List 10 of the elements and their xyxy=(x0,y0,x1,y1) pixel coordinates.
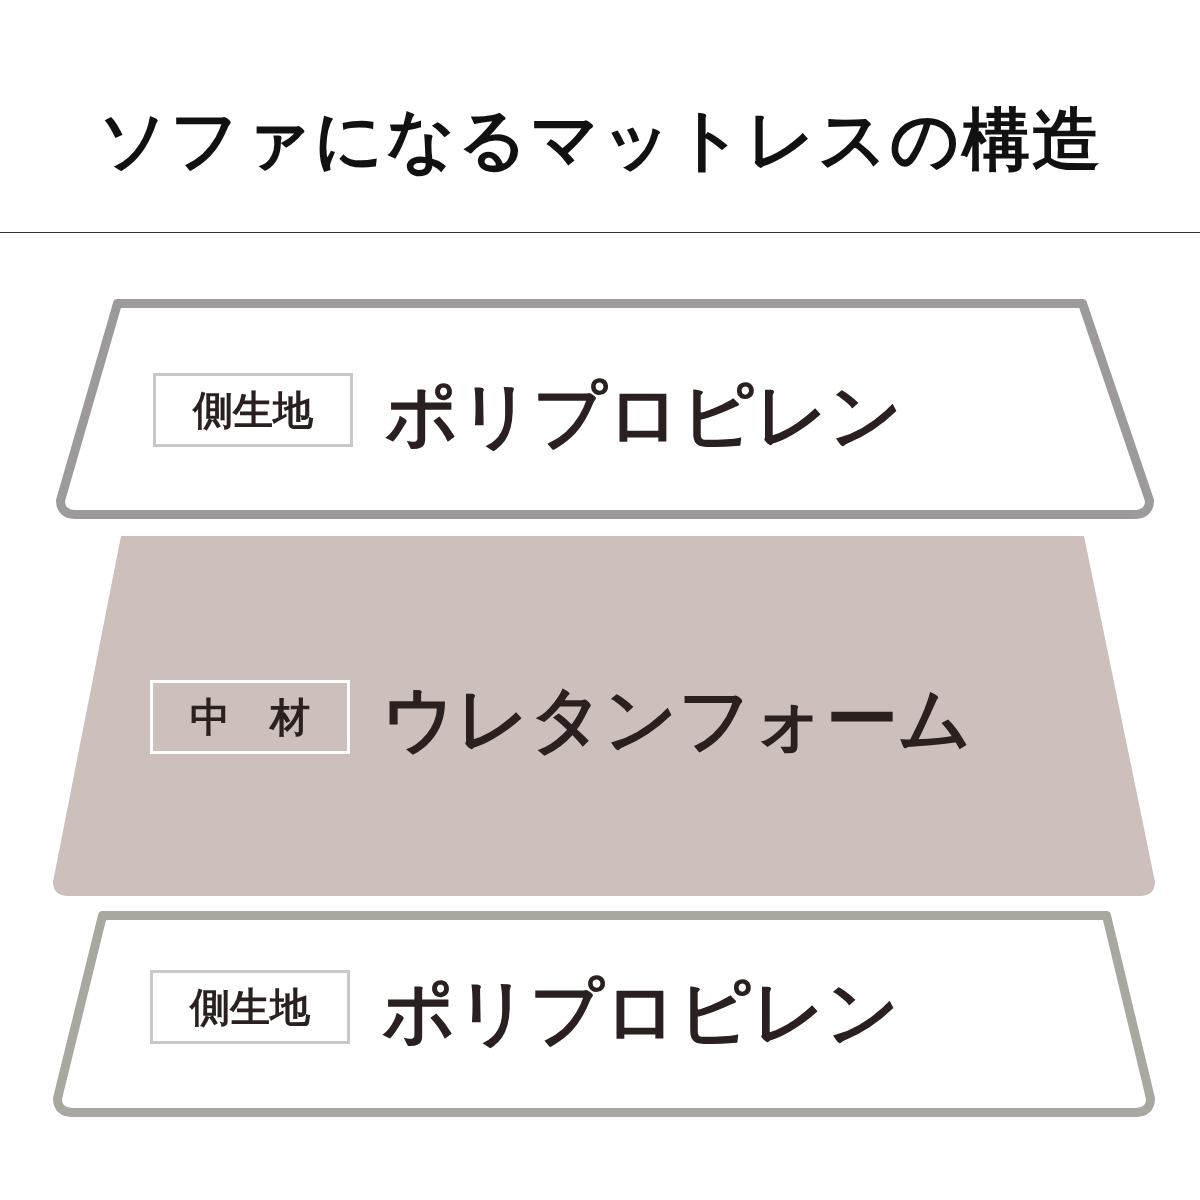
layer-band xyxy=(52,535,1156,897)
material-name: ポリプロピレン xyxy=(382,969,900,1056)
title: ソファになるマットレスの構造 xyxy=(97,99,1103,181)
material-name: ポリプロピレン xyxy=(385,372,903,459)
layer-band xyxy=(55,298,1155,520)
material-name: ウレタンフォーム xyxy=(382,676,972,763)
layer-tag: 側生地 xyxy=(150,970,350,1044)
layer-tag: 側生地 xyxy=(153,373,353,447)
layer-tag: 中 材 xyxy=(150,680,350,754)
layer-band xyxy=(52,910,1156,1118)
